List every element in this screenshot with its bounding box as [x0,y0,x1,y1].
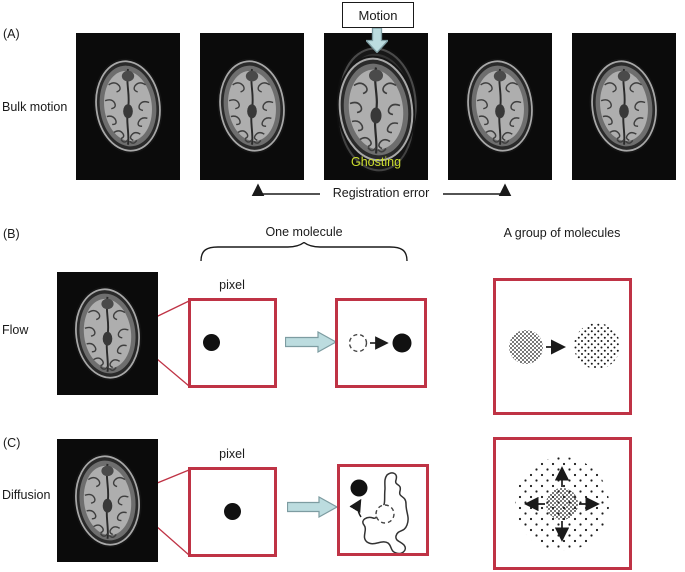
brain-icon [580,42,668,170]
flow-result-box [335,298,427,388]
dispersed-molecule-cluster-icon [574,323,620,369]
panel-a-tag: (A) [3,27,20,41]
pixel-box-b [188,298,277,388]
molecule-start-position-icon [375,504,395,524]
ghosting-label: Ghosting [350,155,402,169]
one-molecule-brace [200,242,408,262]
brain-icon [84,42,172,170]
pixel-label-c: pixel [219,447,245,461]
group-flow-box [493,278,632,415]
bulk-motion-label: Bulk motion [2,100,68,114]
brain-icon [208,42,296,170]
random-walk-drawing [349,472,409,553]
group-of-molecules-label: A group of molecules [503,226,621,240]
diffusion-spread-box [493,437,632,570]
brain-icon [456,42,544,170]
mri-image-a1 [76,33,180,180]
molecule-dot-after-icon [392,333,412,353]
walk-exit-arrow-icon [349,498,362,518]
mri-image-b [57,272,158,395]
registration-error-label: Registration error [332,186,430,200]
diffusion-spread-drawing [515,457,609,551]
flow-time-arrow-icon [285,331,337,353]
group-flow-drawing [509,323,620,369]
pixel-box-c [188,467,277,557]
mri-image-c [57,439,158,562]
mri-image-a3-ghosted [324,33,428,180]
mri-image-a2 [200,33,304,180]
diffusion-label: Diffusion [2,488,51,502]
molecule-dot-b [203,334,220,351]
dense-center-cluster-icon [546,488,578,520]
motion-down-arrow-icon [366,28,388,53]
flow-result-drawing [348,333,412,353]
random-walk-box [337,464,429,556]
brain-icon [64,278,151,389]
dense-molecule-cluster-icon [509,330,543,364]
panel-b-tag: (B) [3,227,20,241]
mri-image-a5 [572,33,676,180]
one-molecule-label: One molecule [265,225,343,239]
molecule-previous-position-icon [348,333,368,353]
motion-label-box: Motion [342,2,414,28]
diffusion-time-arrow-icon [287,496,338,518]
molecule-dot-walk-icon [350,479,368,497]
diffusion-direction-arrows-icon [524,466,600,542]
brain-icon [64,445,151,556]
flow-label: Flow [2,323,29,337]
mri-image-a4 [448,33,552,180]
pixel-label-b: pixel [219,278,245,292]
panel-c-tag: (C) [3,436,21,450]
molecule-dot-c [224,503,241,520]
motion-label: Motion [358,7,398,23]
